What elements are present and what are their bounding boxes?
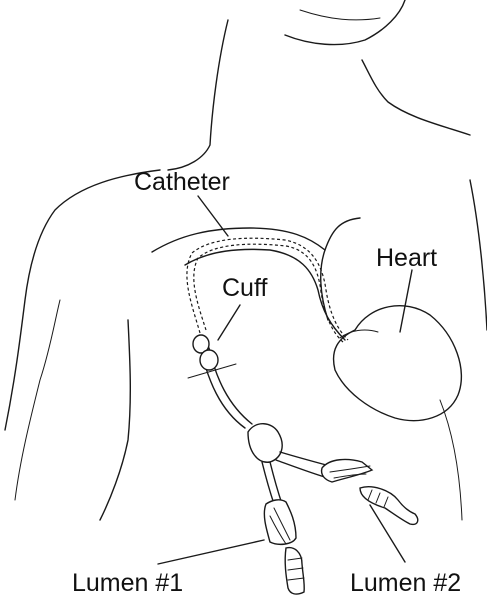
chest-line [440, 400, 462, 520]
vein-descending [321, 250, 328, 320]
lumen2-connector [360, 487, 418, 525]
label-lumen2: Lumen #2 [350, 569, 461, 597]
label-catheter: Catheter [134, 168, 230, 196]
cuff-bead-2 [200, 350, 218, 370]
torso-left [100, 320, 130, 520]
catheter-hub [248, 424, 282, 462]
label-cuff: Cuff [222, 274, 267, 302]
label-lumen1: Lumen #1 [72, 569, 183, 597]
catheter-dash-2 [194, 244, 343, 342]
jaw-line [285, 0, 405, 45]
catheter-external [188, 335, 418, 594]
lumen1-leader [158, 540, 264, 564]
heart-leader [400, 270, 412, 332]
neck-right-line [362, 60, 470, 135]
neck-left-line [168, 20, 228, 170]
label-heart: Heart [376, 244, 437, 272]
collarbone-right [300, 10, 380, 20]
heart [334, 306, 462, 421]
lumen2-clamp [322, 460, 372, 482]
lumen1-connector [285, 548, 304, 594]
heart-outline [334, 306, 462, 421]
cuff-leader [218, 305, 240, 340]
torso-right [470, 180, 487, 330]
vessel-upper-wall [152, 218, 360, 252]
shoulder-left [5, 170, 160, 430]
lumen1-clamp [264, 500, 296, 545]
